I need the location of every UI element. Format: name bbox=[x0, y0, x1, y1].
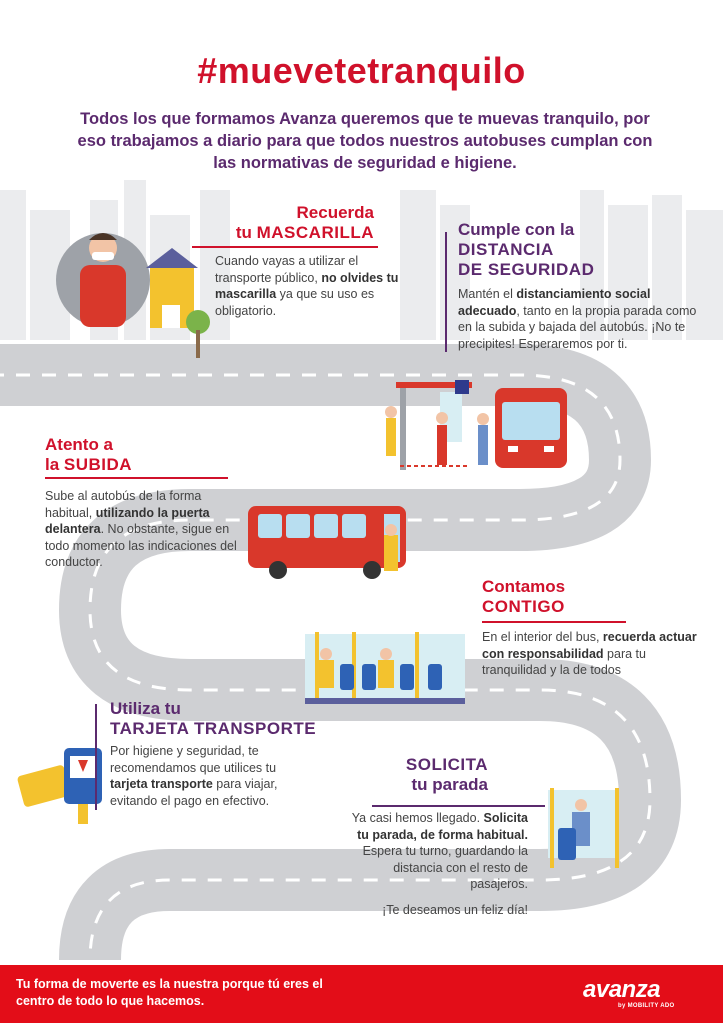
section-contigo-body: En el interior del bus, recuerda actuar … bbox=[482, 630, 697, 677]
heading-line: Contamos bbox=[482, 577, 566, 596]
heading-emphasis: SOLICITA bbox=[405, 755, 488, 774]
heading-line: la bbox=[45, 455, 64, 474]
section-parada-heading: SOLICITA tu parada bbox=[380, 755, 488, 795]
heading-emphasis: CONTIGO bbox=[482, 597, 565, 616]
closing-message: ¡Te deseamos un feliz día! bbox=[382, 903, 528, 917]
bus-interior-illustration bbox=[305, 632, 465, 704]
bus-stop-illustration bbox=[385, 380, 567, 470]
heading-emphasis: SUBIDA bbox=[63, 455, 133, 474]
transport-card-illustration bbox=[17, 748, 102, 824]
heading-emphasis: TARJETA TRANSPORTE bbox=[110, 719, 317, 738]
section-mascarilla-heading: Recuerda tu MASCARILLA bbox=[200, 203, 374, 243]
mask-person-illustration bbox=[56, 233, 210, 358]
heading-line: Cumple con la bbox=[458, 220, 575, 239]
winding-road bbox=[0, 344, 682, 962]
section-tarjeta-heading: Utiliza tu TARJETA TRANSPORTE bbox=[110, 699, 340, 739]
section-tarjeta-body: Por higiene y seguridad, te recomendamos… bbox=[110, 744, 278, 808]
section-distancia-body: Mantén el distanciamiento social adecuad… bbox=[458, 287, 697, 351]
heading-emphasis: MASCARILLA bbox=[256, 223, 374, 242]
logo-subtitle: by MOBILITY ADO bbox=[618, 1003, 675, 1009]
heading-line: Recuerda bbox=[296, 203, 374, 222]
footer-text: Tu forma de moverte es la nuestra porque… bbox=[16, 977, 323, 1008]
section-parada-body: Ya casi hemos llegado. Solicita tu parad… bbox=[351, 811, 528, 891]
request-stop-illustration bbox=[548, 788, 619, 868]
intro-text: Todos los que formamos Avanza queremos q… bbox=[77, 110, 653, 172]
page-title: #muevetetranquilo bbox=[197, 50, 526, 91]
section-contigo-heading: Contamos CONTIGO bbox=[482, 577, 642, 617]
section-mascarilla-body: Cuando vayas a utilizar el transporte pú… bbox=[215, 254, 399, 318]
side-bus-illustration bbox=[248, 506, 406, 579]
avanza-logo: avanza bbox=[583, 976, 661, 1003]
heading-emphasis: DISTANCIA bbox=[458, 240, 554, 259]
heading-emphasis: DE SEGURIDAD bbox=[458, 260, 595, 279]
section-subida-body: Sube al autobús de la forma habitual, ut… bbox=[45, 489, 237, 569]
heading-line: tu parada bbox=[411, 775, 488, 794]
heading-line: Utiliza tu bbox=[110, 699, 181, 718]
section-subida-heading: Atento a la SUBIDA bbox=[45, 435, 205, 475]
heading-line: tu bbox=[235, 223, 257, 242]
heading-line: Atento a bbox=[45, 435, 113, 454]
footer-bar bbox=[0, 965, 723, 1023]
section-distancia-heading: Cumple con la DISTANCIA DE SEGURIDAD bbox=[458, 220, 658, 280]
